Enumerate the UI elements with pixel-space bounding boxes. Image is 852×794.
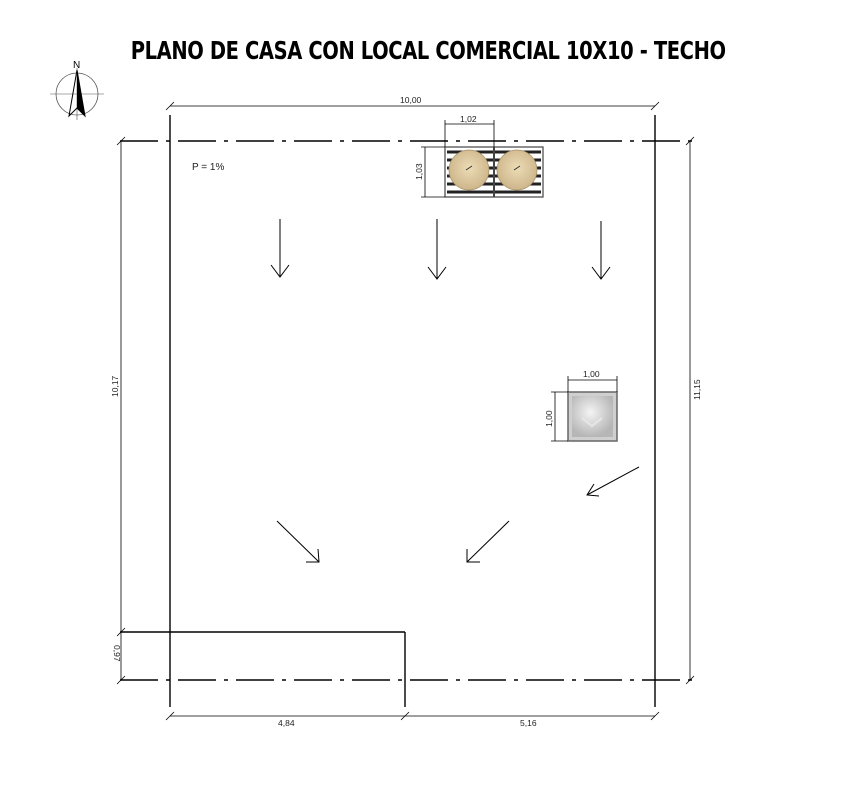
dimension-top [165,101,660,111]
skylight [567,391,618,442]
water-tank-icon [496,149,538,191]
dimension-eave-label: 0,97 [112,645,122,662]
dimension-right [685,136,695,685]
dimension-bottom-right-label: 5,16 [520,718,537,728]
drain-arrow-icon [427,219,447,280]
water-tanks [444,146,544,198]
drain-arrow-icon [591,221,611,280]
slope-note: P = 1% [192,162,224,173]
water-tank-icon [448,149,490,191]
dimension-top-label: 10,00 [400,95,422,105]
dimension-eave [116,632,126,685]
north-label: N [73,60,80,71]
drain-arrow-icon [276,520,320,563]
dimension-bottom [165,711,660,721]
dimension-left-label: 10,17 [110,375,120,397]
drain-arrow-icon [586,466,640,497]
dimension-skylight-width-label: 1,00 [583,369,600,379]
roof-outline [120,115,656,707]
dimension-skylight [551,376,618,442]
dimension-tank-width-label: 1,02 [460,114,477,124]
dimension-tank-height-label: 1,03 [414,163,424,180]
dimension-bottom-left-label: 4,84 [278,718,295,728]
dimension-right-label: 11,15 [692,379,702,400]
north-arrow-icon: N [50,60,104,120]
drain-arrow-icon [466,520,510,563]
drain-arrow-icon [270,219,290,278]
dimension-tank [421,120,495,198]
dimension-skylight-height-label: 1,00 [544,410,554,427]
page-title: PLANO DE CASA CON LOCAL COMERCIAL 10X10 … [130,36,726,65]
